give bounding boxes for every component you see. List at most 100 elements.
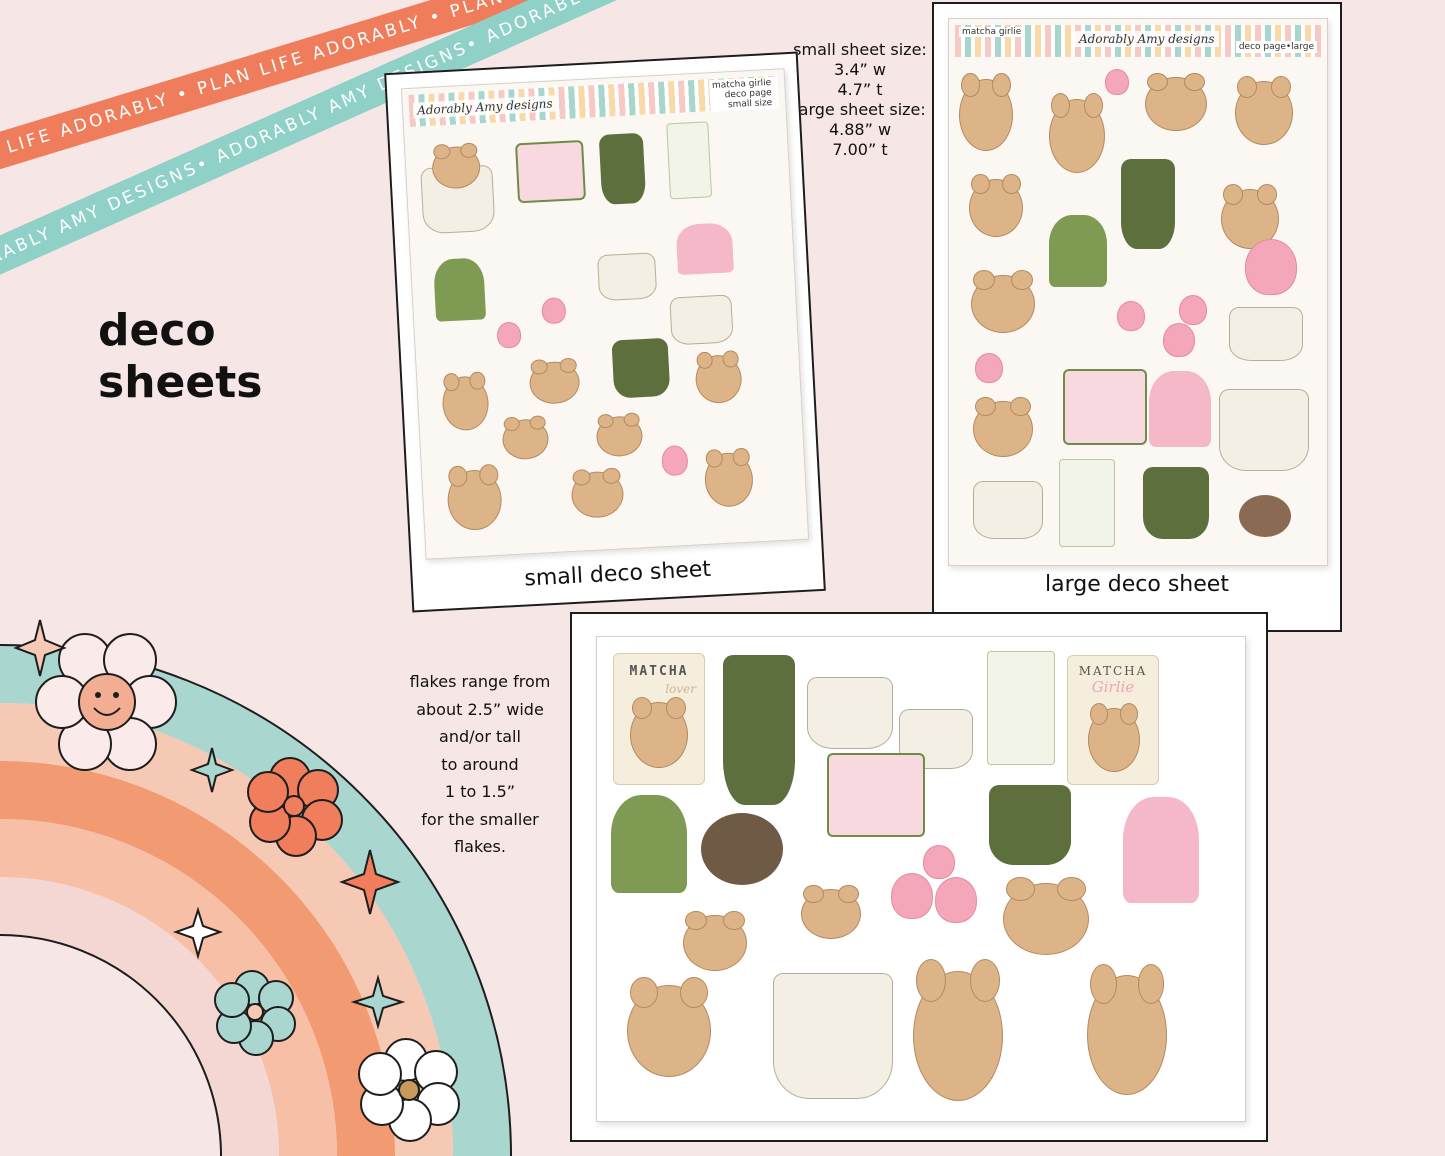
bear-drink-sticker [959, 73, 1013, 151]
large-sheet-caption: large deco sheet [1045, 572, 1229, 597]
matcha-parfait-sticker [1121, 159, 1175, 249]
card-title: MATCHA [629, 664, 689, 679]
matcha-lover-card-sticker: MATCHA lover [613, 653, 705, 785]
strawberry-sticker [1163, 323, 1195, 357]
strawberry-sticker [1105, 69, 1129, 95]
page-title: deco sheets [98, 305, 262, 409]
strawberry-sticker [661, 444, 689, 477]
bear-whisk-sticker [1087, 964, 1167, 1095]
matcha-roll-sticker [1239, 495, 1291, 537]
bear-wink-sticker [971, 270, 1035, 333]
orange-flower-icon [247, 757, 343, 857]
rainbow-light-band [0, 819, 337, 1156]
matcha-roll-sticker [701, 813, 783, 885]
large-sheet-preview: matcha girlie Adorably Amy designs deco … [948, 18, 1328, 566]
strawberry-sticker [891, 873, 933, 919]
strawberry-latte-sticker [807, 677, 893, 749]
flake-info-line-6: for the smaller [421, 809, 539, 829]
teal-flower-icon [214, 970, 296, 1056]
milk-carton-sticker [1059, 459, 1115, 547]
strawberry-sticker [935, 877, 977, 923]
large-size-height: 7.00” t [832, 140, 888, 159]
rainbow-orange-band [0, 761, 395, 1156]
bear-apron-sticker [1049, 92, 1105, 173]
green-bow-sticker [611, 795, 687, 893]
flake-size-info: flakes range from about 2.5” wide and/or… [385, 668, 575, 861]
flake-info-line-5: 1 to 1.5” [444, 782, 516, 801]
card-title: MATCHA [1078, 664, 1148, 678]
bear-bowl-sticker [969, 174, 1023, 237]
small-size-width: 3.4” w [834, 60, 886, 79]
strawberry-sticker [1179, 295, 1207, 325]
rainbow-pink-band [0, 877, 279, 1156]
strawberry-latte-sticker [973, 481, 1043, 539]
strawberry-sticker [975, 353, 1003, 383]
bear-face-sticker [801, 885, 861, 939]
matcha-cake-sticker [827, 753, 925, 837]
bear-whisk-sticker [703, 451, 755, 508]
title-line-1: deco [98, 305, 216, 356]
bear-in-cup-sticker [1219, 389, 1309, 471]
bear-face-sticker [1145, 72, 1207, 131]
strawberry-sticker [1117, 301, 1145, 331]
bear-strawberry-sticker [694, 353, 743, 405]
flakes-preview: MATCHA lover MATCHA Girlie [596, 636, 1246, 1122]
matcha-girlie-card-sticker: MATCHA Girlie [1067, 655, 1159, 785]
flake-info-line-2: about 2.5” wide [416, 699, 544, 719]
rainbow-decoration [0, 619, 512, 1156]
bear-whisk-sticker [1235, 75, 1293, 145]
matcha-cake-sticker [1063, 369, 1147, 445]
small-sheet-meta: matcha girlie deco page small size [708, 76, 776, 113]
bear-strawberry-sticker [913, 959, 1003, 1101]
small-size-height: 4.7” t [837, 80, 883, 99]
bear-drink-sticker [630, 696, 688, 768]
flake-info-line-7: flakes. [454, 837, 506, 856]
latte-cup-sticker [596, 252, 658, 302]
bear-face-sticker [1003, 877, 1089, 955]
large-sheet-header: matcha girlie Adorably Amy designs deco … [955, 25, 1321, 57]
large-size-width: 4.88” w [828, 120, 892, 139]
title-line-2: sheets [98, 357, 263, 408]
pink-bow-sticker [1149, 371, 1211, 447]
small-size-label: small sheet size: [793, 40, 927, 59]
flake-info-line-3: and/or tall [439, 727, 521, 746]
card-script: lover [665, 682, 696, 696]
large-sheet-brand: Adorably Amy designs [1075, 31, 1219, 47]
smiley-flower-icon [35, 633, 177, 771]
green-bow-sticker [1049, 215, 1107, 287]
strawberry-sticker [923, 845, 955, 879]
sparkle-icon [13, 619, 67, 677]
pink-latte-sticker [669, 294, 734, 346]
large-deco-sheet-frame: matcha girlie Adorably Amy designs deco … [932, 2, 1342, 632]
matcha-parfait-sticker [723, 655, 795, 805]
flakes-frame: MATCHA lover MATCHA Girlie [570, 612, 1268, 1142]
matcha-mug-sticker [1143, 467, 1209, 539]
sheet-size-info: small sheet size: 3.4” w 4.7” t large sh… [770, 40, 950, 160]
large-sheet-meta: deco page•large [1235, 41, 1317, 53]
flake-info-line-1: flakes range from [409, 672, 551, 691]
matcha-parfait-sticker [598, 132, 647, 205]
bear-apron-sticker [1088, 702, 1140, 772]
card-script: Girlie [1091, 678, 1135, 696]
matcha-mug-sticker [989, 785, 1071, 865]
bear-bow-face-sticker [595, 415, 644, 458]
sparkle-icon [350, 974, 406, 1030]
milk-carton-sticker [987, 651, 1055, 765]
small-meta-size: small size [727, 97, 773, 111]
big-strawberry-sticker [1245, 239, 1297, 295]
pink-bow-sticker [1123, 797, 1199, 903]
pink-bow-sticker [675, 222, 735, 276]
milk-carton-sticker [666, 121, 713, 200]
large-size-label: large sheet size: [794, 100, 926, 119]
flake-info-line-4: to around [441, 754, 519, 774]
white-flower-icon [358, 1038, 460, 1142]
bear-bow-face-sticker [683, 910, 747, 971]
bear-bowl-sticker [627, 977, 711, 1077]
sparkle-icon [189, 747, 235, 793]
matcha-mug-sticker [611, 337, 671, 399]
bear-bow-face-sticker [973, 396, 1033, 457]
bear-in-cup-sticker [773, 973, 893, 1099]
sparkle-icon [339, 849, 401, 915]
pink-latte-sticker [1229, 307, 1303, 361]
sparkle-icon [172, 906, 224, 960]
